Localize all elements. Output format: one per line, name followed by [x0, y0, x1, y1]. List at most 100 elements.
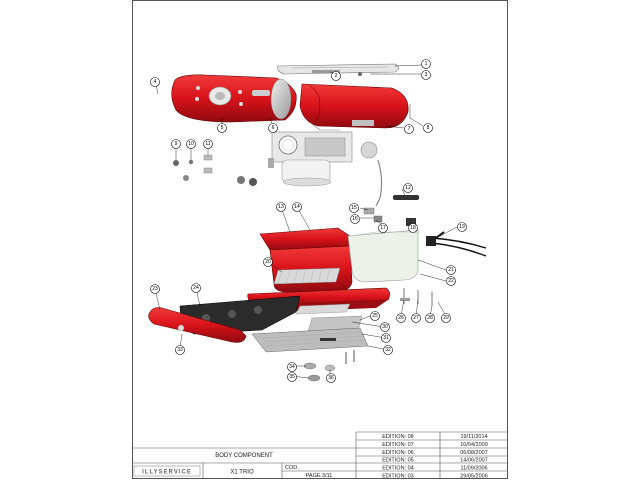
- callout-number: 36: [328, 375, 334, 381]
- callout-number: 33: [177, 347, 183, 353]
- callout-number: 1: [425, 61, 428, 67]
- callout-number: 7: [408, 126, 411, 132]
- edition-date: 14/06/2007: [460, 458, 488, 464]
- callout-number: 13: [278, 204, 284, 210]
- callout-circle: [396, 313, 406, 323]
- edition-label: EDITION: 04: [382, 466, 413, 472]
- edition-date: 19/11/2014: [460, 434, 487, 440]
- callout-number: 28: [427, 315, 433, 321]
- callout-number: 12: [405, 185, 411, 191]
- callout-number: 16: [352, 216, 358, 222]
- part-screws-right: [400, 288, 433, 306]
- callout-number: 5: [221, 125, 224, 131]
- callout-circle: [191, 283, 201, 293]
- brand-logo: ILLYSERVICE: [142, 470, 192, 476]
- callout-number: 23: [152, 286, 158, 292]
- callout-number: 25: [372, 313, 378, 319]
- part-small-fittings: [363, 195, 419, 226]
- part-drip-grid: [273, 267, 341, 285]
- callout-circle: [349, 203, 359, 213]
- callout-circle: [331, 71, 341, 81]
- callout-number: 14: [294, 204, 300, 210]
- callout-number: 8: [427, 125, 430, 131]
- callout-circle: [287, 372, 297, 382]
- callout-number: 19: [459, 224, 465, 230]
- callout-circle: [408, 223, 418, 233]
- callout-number: 30: [382, 324, 388, 330]
- callout-number: 6: [272, 125, 275, 131]
- part-internal-group: [268, 123, 383, 207]
- callout-circle: [263, 257, 273, 267]
- callout-number: 3: [425, 72, 428, 78]
- callout-circle: [411, 313, 421, 323]
- callout-number: 20: [265, 259, 271, 265]
- callout-circle: [276, 202, 286, 212]
- callout-circle: [404, 124, 414, 134]
- callout-circle: [383, 345, 393, 355]
- callout-circle: [421, 59, 431, 69]
- edition-date: 29/05/2006: [460, 474, 488, 480]
- model-name: X1 TRIO: [230, 470, 254, 476]
- callout-circle: [370, 311, 380, 321]
- callout-number: 11: [205, 141, 210, 147]
- callout-number: 24: [193, 285, 199, 291]
- callout-number: 17: [380, 225, 386, 231]
- part-water-tank: [347, 229, 420, 283]
- callout-circle: [380, 322, 390, 332]
- callout-number: 15: [351, 205, 357, 211]
- callout-number: 4: [154, 79, 157, 85]
- page-number: PAGE 3/11: [306, 473, 333, 479]
- edition-label: EDITION: 07: [382, 442, 413, 448]
- callout-circle: [403, 183, 413, 193]
- callout-circle: [175, 345, 185, 355]
- callout-number: 2: [335, 73, 338, 79]
- edition-label: EDITION: 05: [382, 458, 413, 464]
- part-top-grill: [277, 63, 399, 76]
- edition-label: EDITION: 08: [382, 434, 413, 440]
- edition-date: 06/08/2007: [460, 450, 488, 456]
- callout-circle: [425, 313, 435, 323]
- callout-number: 29: [443, 315, 449, 321]
- callout-circle: [217, 123, 227, 133]
- callout-circle: [350, 214, 360, 224]
- callout-circle: [381, 333, 391, 343]
- callout-number: 35: [289, 374, 295, 380]
- callout-circle: [421, 70, 431, 80]
- edition-date: 11/09/2006: [460, 466, 487, 472]
- title-block: [132, 431, 508, 479]
- callout-number: 32: [385, 347, 391, 353]
- part-small-hardware: [173, 154, 257, 186]
- callout-circle: [150, 284, 160, 294]
- part-feet: [303, 350, 355, 382]
- callout-number: 34: [289, 364, 295, 370]
- callout-circle: [457, 222, 467, 232]
- callout-number: 9: [175, 141, 178, 147]
- callout-circle: [292, 202, 302, 212]
- callout-circle: [423, 123, 433, 133]
- part-rear-body: [299, 83, 409, 129]
- callout-circle: [186, 139, 196, 149]
- edition-label: EDITION: 03: [382, 474, 413, 480]
- callout-circle: [378, 223, 388, 233]
- callout-number: 21: [448, 267, 454, 273]
- callout-circle: [446, 276, 456, 286]
- callout-number: 18: [410, 225, 416, 231]
- callout-number: 22: [448, 278, 454, 284]
- part-metal-plates: [251, 303, 369, 353]
- callout-circle: [441, 313, 451, 323]
- callout-circle: [287, 362, 297, 372]
- sheet-title: BODY COMPONENT: [215, 453, 273, 459]
- callout-circle: [203, 139, 213, 149]
- callout-number: 10: [188, 141, 194, 147]
- callout-circle: [171, 139, 181, 149]
- part-front-strip: [148, 307, 247, 343]
- cod-label: COD.: [285, 465, 299, 471]
- edition-label: EDITION: 06: [382, 450, 413, 456]
- callout-circle: [268, 123, 278, 133]
- callout-number: 26: [398, 315, 404, 321]
- callout-circle: [326, 373, 336, 383]
- callout-number: 31: [383, 335, 389, 341]
